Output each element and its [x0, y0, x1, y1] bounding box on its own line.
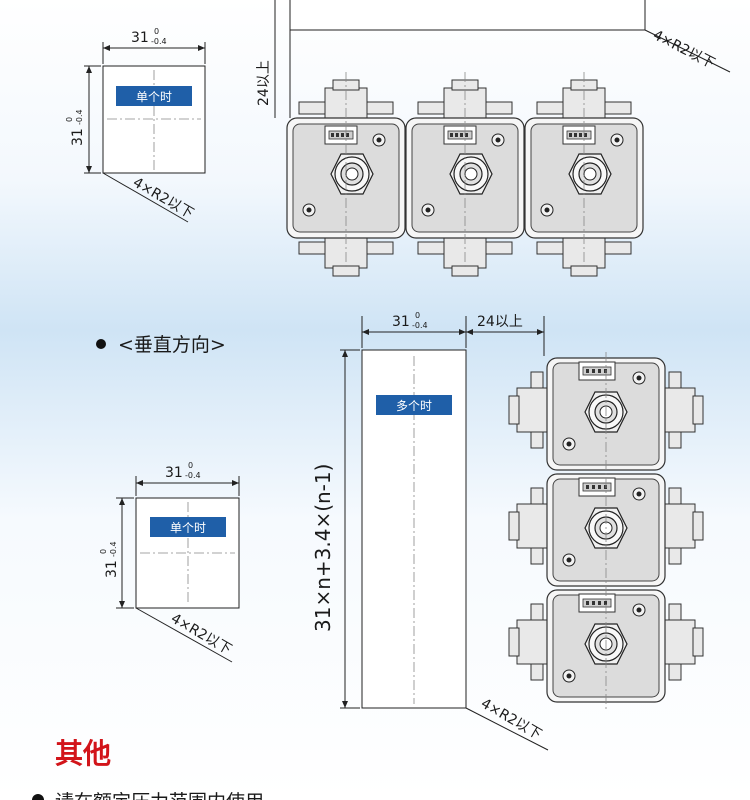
vertical-heading: <垂直方向> — [118, 334, 226, 356]
corner-note-top: 4×R2以下 — [650, 27, 717, 72]
gap-note-top: 24以上 — [256, 60, 272, 106]
spacing-note: 24以上 — [477, 314, 523, 330]
other-bullet — [32, 794, 44, 800]
single-width-tol-up-2: 0 — [188, 461, 193, 470]
single-height-tol-up-2: 0 — [99, 549, 108, 554]
other-first-line: 请在额定压力范围内使用 — [55, 791, 264, 800]
multi-panel-outline — [289, 0, 646, 31]
bullet-dot — [96, 339, 106, 349]
corner-note-single-bottom: 4×R2以下 — [168, 611, 234, 658]
single-cutout-bottom — [135, 497, 240, 609]
single-height-tol-up: 0 — [65, 117, 74, 122]
corner-note-single-top: 4×R2以下 — [130, 175, 196, 222]
multi-tag-label: 多个时 — [396, 399, 432, 413]
multi-width-dim: 31 — [392, 314, 410, 330]
single-height-dim-2: 31 — [104, 560, 120, 578]
single-height-tol-low-2: -0.4 — [109, 541, 118, 557]
other-title: 其他 — [55, 737, 111, 770]
single-height-tol-low: -0.4 — [75, 109, 84, 125]
multi-width-tol-up: 0 — [415, 311, 420, 320]
height-formula: 31×n+3.4×(n-1) — [311, 464, 335, 632]
multi-width-tol-low: -0.4 — [412, 321, 428, 330]
multi-tag — [376, 395, 452, 415]
single-width-dim: 31 — [131, 30, 149, 46]
single-width-dim-2: 31 — [165, 465, 183, 481]
single-tag-top — [116, 86, 192, 106]
corner-leader-top — [644, 29, 731, 73]
single-width-tol-low-2: -0.4 — [185, 471, 201, 480]
single-height-dim: 31 — [70, 128, 86, 146]
single-tag-bottom-label: 单个时 — [170, 521, 206, 535]
single-width-tol-low: -0.4 — [151, 37, 167, 46]
single-tag-bottom — [150, 517, 226, 537]
single-width-tol-up: 0 — [154, 27, 159, 36]
single-tag-top-label: 单个时 — [136, 90, 172, 104]
